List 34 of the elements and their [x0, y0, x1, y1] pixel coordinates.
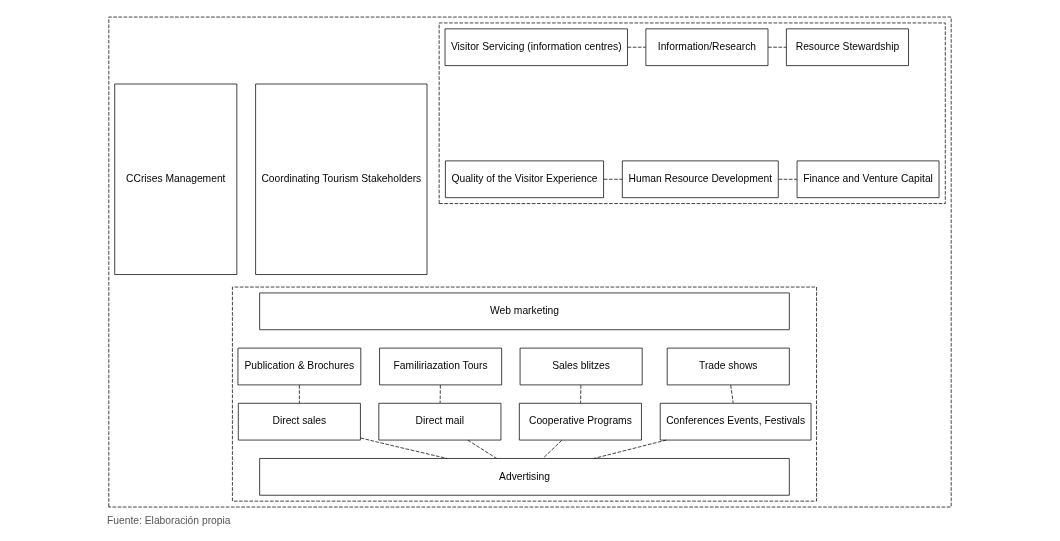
node-box: Trade shows: [666, 347, 790, 386]
connector: [730, 384, 734, 404]
connector: [627, 46, 646, 48]
node-box: Cooperative Programs: [518, 402, 642, 441]
connector: [439, 384, 441, 404]
connector: [360, 437, 448, 459]
node-box: CCrises Management: [114, 83, 238, 275]
node-box: Sales blitzes: [519, 347, 643, 386]
cluster: [232, 286, 817, 502]
node-box: Publication & Brochures: [237, 347, 362, 386]
connector: [593, 439, 667, 459]
connector: [467, 439, 497, 459]
node-box: Human Resource Development: [621, 160, 779, 199]
node-box: Finance and Venture Capital: [796, 160, 940, 199]
cluster: [108, 16, 952, 508]
node-box: Resource Stewardship: [786, 28, 909, 66]
connector: [603, 178, 623, 180]
connector: [778, 178, 798, 180]
node-box: Direct mail: [378, 402, 502, 441]
caption: Fuente: Elaboración propia: [107, 515, 231, 527]
connector: [580, 384, 582, 404]
node-box: Advertising: [259, 458, 790, 496]
node-box: Information/Research: [645, 28, 769, 66]
node-box: Coordinating Tourism Stakeholders: [255, 83, 428, 275]
node-box: Quality of the Visitor Experience: [445, 160, 604, 199]
node-box: Direct sales: [237, 402, 361, 441]
node-box: Conferences Events, Festivals: [659, 402, 812, 441]
node-box: Visitor Servicing (information centres): [444, 28, 628, 66]
connector: [767, 46, 787, 48]
cluster: [438, 22, 946, 204]
node-box: Familiriazation Tours: [379, 347, 503, 386]
connector: [299, 384, 300, 404]
connector: [542, 439, 563, 459]
node-box: Web marketing: [259, 292, 790, 331]
